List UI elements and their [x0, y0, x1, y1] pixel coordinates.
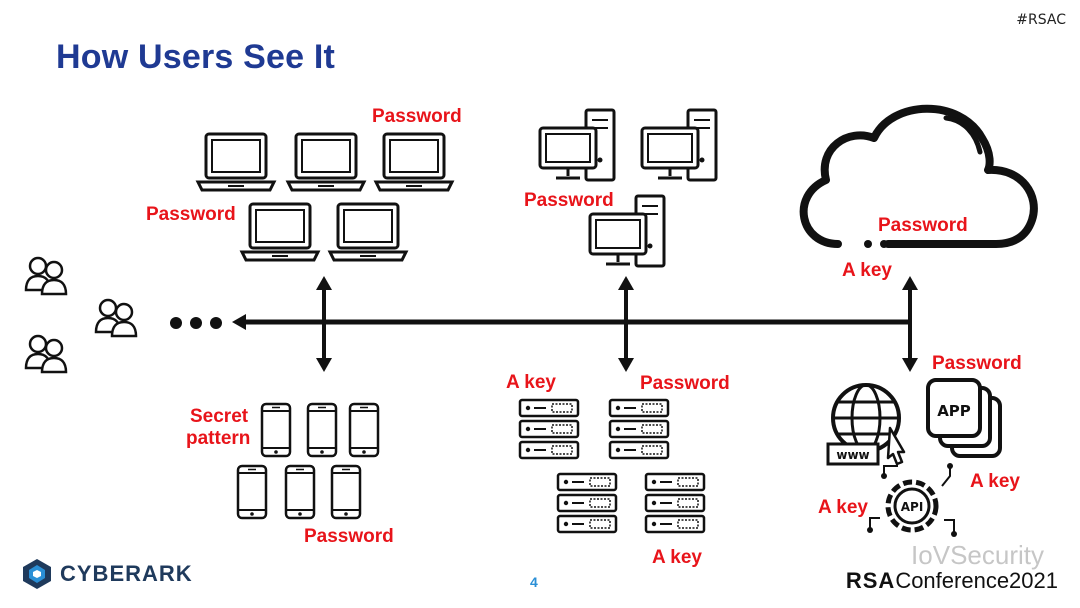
laptop-icon [196, 132, 276, 192]
label-apps-key-left: A key [818, 497, 868, 518]
app-text: APP [937, 402, 971, 420]
laptops-group [196, 132, 454, 262]
label-phones-password: Password [304, 526, 394, 547]
label-servers-password: Password [640, 373, 730, 394]
smartphone-icon [260, 402, 292, 458]
desktops-group [538, 108, 718, 268]
label-servers-key-bottom: A key [652, 547, 702, 568]
laptop-icon [374, 132, 454, 192]
server-rack-icon [556, 472, 618, 534]
laptop-icon [240, 202, 320, 262]
user-pair-icon [26, 258, 66, 294]
cyberark-wordmark: CYBERARK [60, 561, 193, 586]
smartphone-icon [330, 464, 362, 520]
server-rack-icon [644, 472, 706, 534]
ellipsis-dot [170, 317, 182, 329]
rsa-prefix: RSA [845, 568, 896, 593]
watermark: IoVSecurity [911, 540, 1044, 570]
vertical-arrow-desktops-servers [618, 276, 634, 372]
laptop-icon [328, 202, 408, 262]
api-gear-icon: API [867, 463, 957, 537]
ellipsis-dot [210, 317, 222, 329]
label-phones-secret-line2: pattern [186, 428, 251, 449]
user-pair-icon [26, 336, 66, 372]
www-text: www [836, 448, 869, 462]
rsa-conference-logo: RSAConference2021 [846, 568, 1058, 594]
cloud-icon [799, 104, 1038, 248]
cyberark-hex-icon [23, 559, 51, 589]
label-apps-key-right: A key [970, 471, 1020, 492]
ellipsis-dot [190, 317, 202, 329]
label-apps-password: Password [932, 353, 1022, 374]
phones-group [236, 402, 380, 520]
smartphone-icon [236, 464, 268, 520]
label-cloud-key: A key [842, 260, 892, 281]
smartphone-icon [306, 402, 338, 458]
server-rack-icon [608, 398, 670, 460]
globe-www-icon: www [826, 383, 906, 466]
smartphone-icon [348, 402, 380, 458]
label-desktops-password: Password [524, 190, 614, 211]
label-phones-secret-line1: Secret [190, 406, 249, 427]
page-title: How Users See It [56, 38, 336, 76]
app-stack-icon: APP [926, 378, 1002, 458]
main-arrowhead [232, 314, 246, 330]
laptop-icon [286, 132, 366, 192]
api-text: API [901, 500, 924, 514]
label-servers-key-top: A key [506, 372, 556, 393]
smartphone-icon [284, 464, 316, 520]
label-cloud-password: Password [878, 215, 968, 236]
servers-group [518, 398, 706, 534]
server-rack-icon [518, 398, 580, 460]
users-group [26, 258, 222, 372]
page-number: 4 [530, 574, 538, 590]
vertical-arrow-cloud-apps [902, 276, 918, 372]
label-laptops-password-top: Password [372, 106, 462, 127]
vertical-arrow-laptops-phones [316, 276, 332, 372]
rsa-suffix: Conference2021 [895, 568, 1058, 593]
cyberark-logo: CYBERARK [22, 558, 193, 590]
desktop-computer-icon [538, 108, 616, 182]
desktop-computer-icon [640, 108, 718, 182]
label-laptops-password-left: Password [146, 204, 236, 225]
user-pair-icon [96, 300, 136, 336]
hashtag: #RSAC [1016, 12, 1066, 28]
